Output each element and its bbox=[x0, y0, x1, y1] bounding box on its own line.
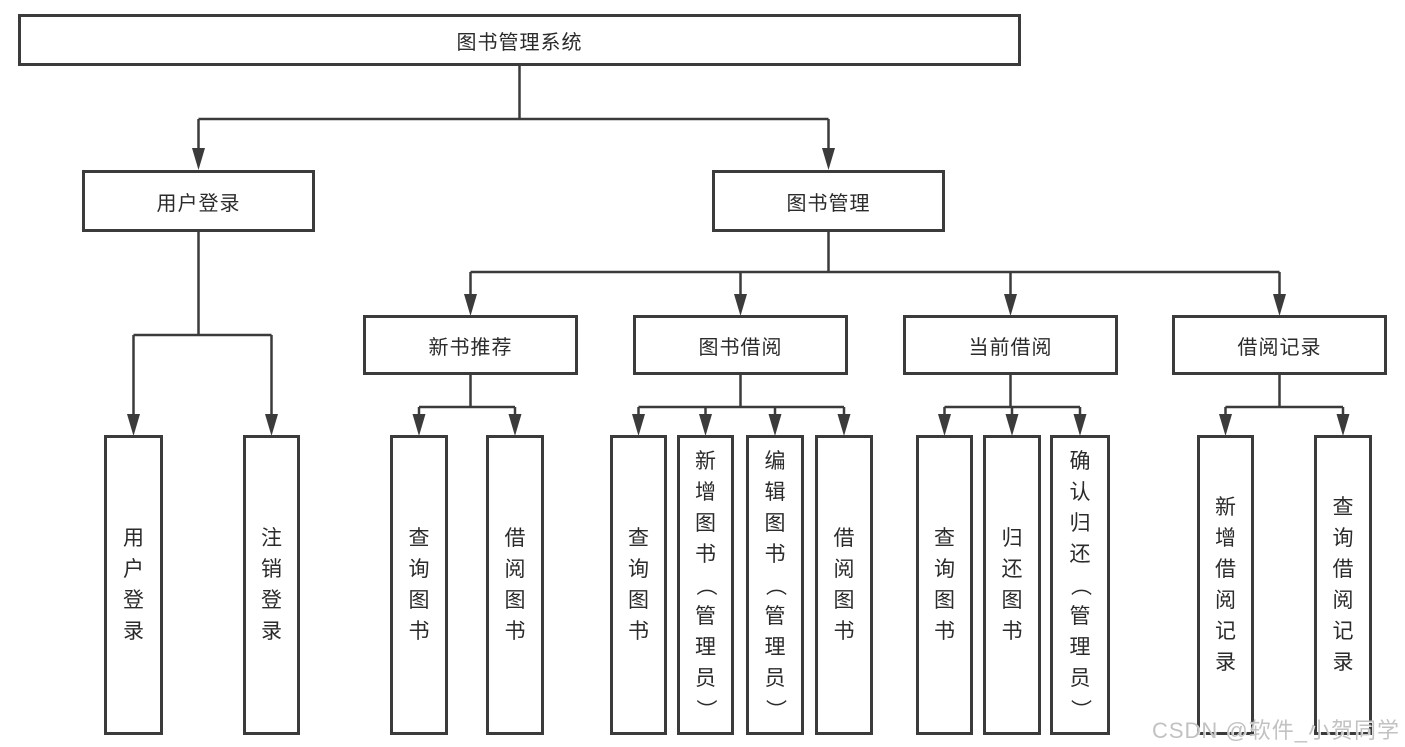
node-book-management: 图书管理 bbox=[712, 170, 945, 232]
arrowhead bbox=[1005, 414, 1019, 436]
node-leaf-query-books-2: 查询图书 bbox=[610, 435, 667, 735]
arrowhead bbox=[1004, 294, 1017, 316]
edges-root bbox=[192, 66, 835, 170]
arrowhead bbox=[265, 414, 278, 436]
node-new-book-recommend: 新书推荐 bbox=[363, 315, 578, 375]
node-leaf-edit-books-admin: 编辑图书（管理员） bbox=[746, 435, 804, 735]
node-leaf-query-books-1: 查询图书 bbox=[390, 435, 448, 735]
arrowhead bbox=[822, 148, 835, 170]
arrowhead bbox=[1273, 294, 1286, 316]
arrowhead bbox=[464, 294, 477, 316]
node-borrowing-records: 借阅记录 bbox=[1172, 315, 1387, 375]
node-root-book-management-system: 图书管理系统 bbox=[18, 14, 1021, 66]
node-current-borrowing: 当前借阅 bbox=[903, 315, 1118, 375]
arrowhead bbox=[632, 414, 645, 436]
csdn-watermark: CSDN @软件_小贺同学 bbox=[1151, 718, 1400, 743]
arrowhead bbox=[412, 414, 426, 436]
arrowhead bbox=[192, 148, 205, 170]
node-leaf-borrow-books-1: 借阅图书 bbox=[486, 435, 544, 735]
arrowhead bbox=[1336, 414, 1350, 436]
node-leaf-user-login: 用户登录 bbox=[104, 435, 163, 735]
node-leaf-borrow-books-2: 借阅图书 bbox=[815, 435, 873, 735]
node-leaf-add-borrow-record: 新增借阅记录 bbox=[1197, 435, 1254, 735]
arrowhead bbox=[938, 414, 951, 436]
arrowhead bbox=[768, 414, 782, 436]
node-leaf-query-books-3: 查询图书 bbox=[916, 435, 973, 735]
edges-user-login bbox=[127, 232, 278, 436]
node-user-login: 用户登录 bbox=[82, 170, 315, 232]
node-leaf-add-books-admin: 新增图书（管理员） bbox=[677, 435, 734, 735]
node-leaf-confirm-return-admin: 确认归还（管理员） bbox=[1050, 435, 1110, 735]
edges-current-borrowing bbox=[938, 375, 1087, 436]
arrowhead bbox=[508, 414, 522, 436]
arrowhead bbox=[1073, 414, 1087, 436]
arrowhead bbox=[734, 294, 747, 316]
arrowhead bbox=[837, 414, 851, 436]
arrowhead bbox=[127, 414, 140, 436]
node-leaf-logout: 注销登录 bbox=[243, 435, 300, 735]
node-book-borrowing: 图书借阅 bbox=[633, 315, 848, 375]
arrowhead bbox=[699, 414, 712, 436]
edges-book-management bbox=[464, 232, 1286, 316]
arrowhead bbox=[1219, 414, 1232, 436]
edges-new-book-recommend bbox=[412, 375, 522, 436]
node-leaf-query-borrow-record: 查询借阅记录 bbox=[1314, 435, 1372, 735]
edges-book-borrowing bbox=[632, 375, 851, 436]
edges-borrowing-records bbox=[1219, 375, 1350, 436]
node-leaf-return-books: 归还图书 bbox=[983, 435, 1041, 735]
